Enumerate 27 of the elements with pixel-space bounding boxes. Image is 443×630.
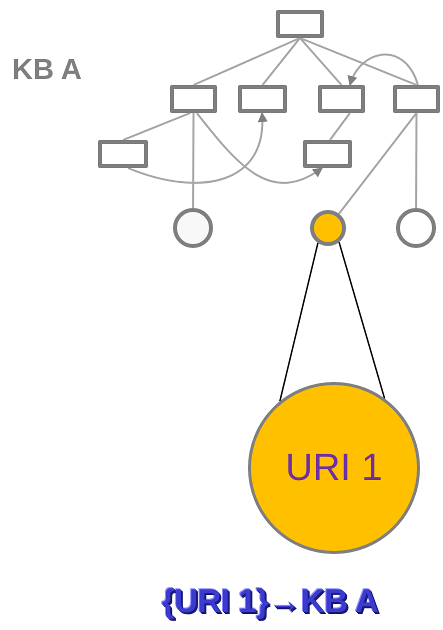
box-node — [276, 10, 324, 38]
connector — [193, 37, 300, 86]
circle-node — [310, 210, 346, 246]
connector — [300, 37, 417, 86]
connector — [196, 112, 323, 184]
connector — [262, 37, 301, 86]
circle-node — [173, 208, 213, 248]
kb-label: KB A — [12, 54, 82, 87]
connector — [192, 113, 194, 208]
connector — [299, 37, 342, 86]
circle-node — [396, 208, 436, 248]
connector — [338, 112, 418, 214]
zoom-line — [338, 242, 386, 399]
caption: {URI 1}→KB A — [160, 582, 380, 620]
node-label: URI 1 — [285, 446, 383, 490]
box-node — [303, 140, 352, 168]
zoom-line — [279, 242, 319, 402]
connector — [348, 54, 419, 86]
box-node — [393, 85, 440, 113]
connector — [329, 112, 351, 141]
box-node — [98, 140, 148, 168]
box-node — [170, 85, 217, 113]
box-node — [238, 85, 287, 113]
connector — [415, 113, 418, 208]
box-node — [318, 85, 365, 113]
connector — [128, 112, 267, 184]
connector — [122, 112, 191, 141]
